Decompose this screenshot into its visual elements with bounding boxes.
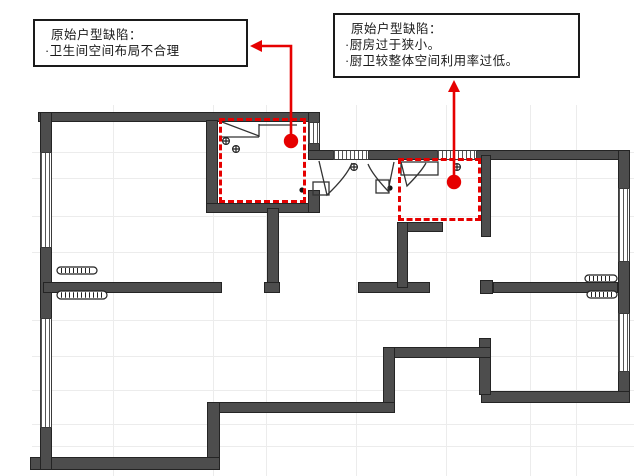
bathroom-target-dot — [283, 133, 299, 149]
grid-line — [32, 216, 634, 217]
wall-segment — [481, 391, 630, 403]
wall-segment — [358, 282, 430, 293]
up-arrowhead-icon — [448, 80, 460, 92]
door-swing-icon — [221, 121, 260, 137]
grid-line — [32, 424, 634, 425]
radiators — [56, 266, 618, 300]
window-symbol — [40, 152, 52, 248]
door-swing-icon — [367, 161, 395, 193]
wall-segment — [207, 402, 220, 470]
wall-segment — [207, 402, 395, 413]
annotation-item: ·厨卫较整体空间利用率过低。 — [345, 54, 519, 68]
annotation-item: ·卫生间空间布局不合理 — [45, 44, 180, 58]
cabinet — [312, 181, 330, 196]
wall-segment — [397, 222, 408, 288]
wall-segment — [206, 203, 320, 213]
annotation-title: 原始户型缺陷： — [351, 22, 443, 36]
grid-line — [356, 105, 357, 476]
kitchen-target-dot — [446, 174, 462, 190]
wall-segment — [493, 282, 618, 293]
radiator-icon — [586, 290, 618, 299]
wall-segment — [267, 208, 279, 293]
wall-segment — [206, 120, 218, 205]
radiator-icon — [56, 290, 108, 300]
grid-line — [446, 105, 447, 476]
wall-segment — [38, 112, 320, 122]
grid-line — [32, 178, 634, 179]
wall-segment — [383, 347, 491, 358]
grid-line — [32, 356, 634, 357]
radiator-icon — [56, 266, 98, 275]
kitchen-fixtures — [400, 161, 439, 188]
entry-doors — [312, 160, 395, 197]
wall-segment — [383, 347, 395, 413]
annotation-box-bathroom: 原始户型缺陷： ·卫生间空间布局不合理 — [33, 19, 248, 67]
annotation-box-kitchen: 原始户型缺陷： ·厨房过于狭小。 ·厨卫较整体空间利用率过低。 — [333, 13, 580, 78]
window-symbol — [618, 188, 630, 262]
window-symbol — [40, 318, 52, 428]
annotation-title: 原始户型缺陷： — [51, 28, 143, 42]
wall-segment — [308, 190, 320, 213]
grid-line — [32, 446, 634, 447]
wall-segment — [480, 280, 493, 294]
cabinet — [375, 179, 390, 194]
kitchen-highlight — [398, 158, 481, 221]
radiator-icon — [584, 274, 618, 283]
window-symbol — [618, 313, 630, 372]
annotation-item: ·厨房过于狭小。 — [345, 38, 441, 52]
arrow-bathroom — [260, 44, 293, 136]
grid-line — [32, 252, 634, 253]
kitchen-counter — [400, 161, 439, 176]
wall-segment — [264, 282, 280, 293]
wall-segment — [43, 282, 222, 293]
grid-line — [32, 320, 634, 321]
grid-line — [32, 390, 634, 391]
window-symbol — [333, 150, 369, 160]
drain-icons — [222, 137, 462, 172]
window-symbol — [308, 122, 320, 144]
left-arrowhead-icon — [250, 40, 262, 52]
bathroom-highlight — [219, 118, 306, 203]
wall-segment — [397, 222, 443, 232]
wall-segment — [481, 155, 491, 237]
wall-segment — [30, 457, 220, 470]
